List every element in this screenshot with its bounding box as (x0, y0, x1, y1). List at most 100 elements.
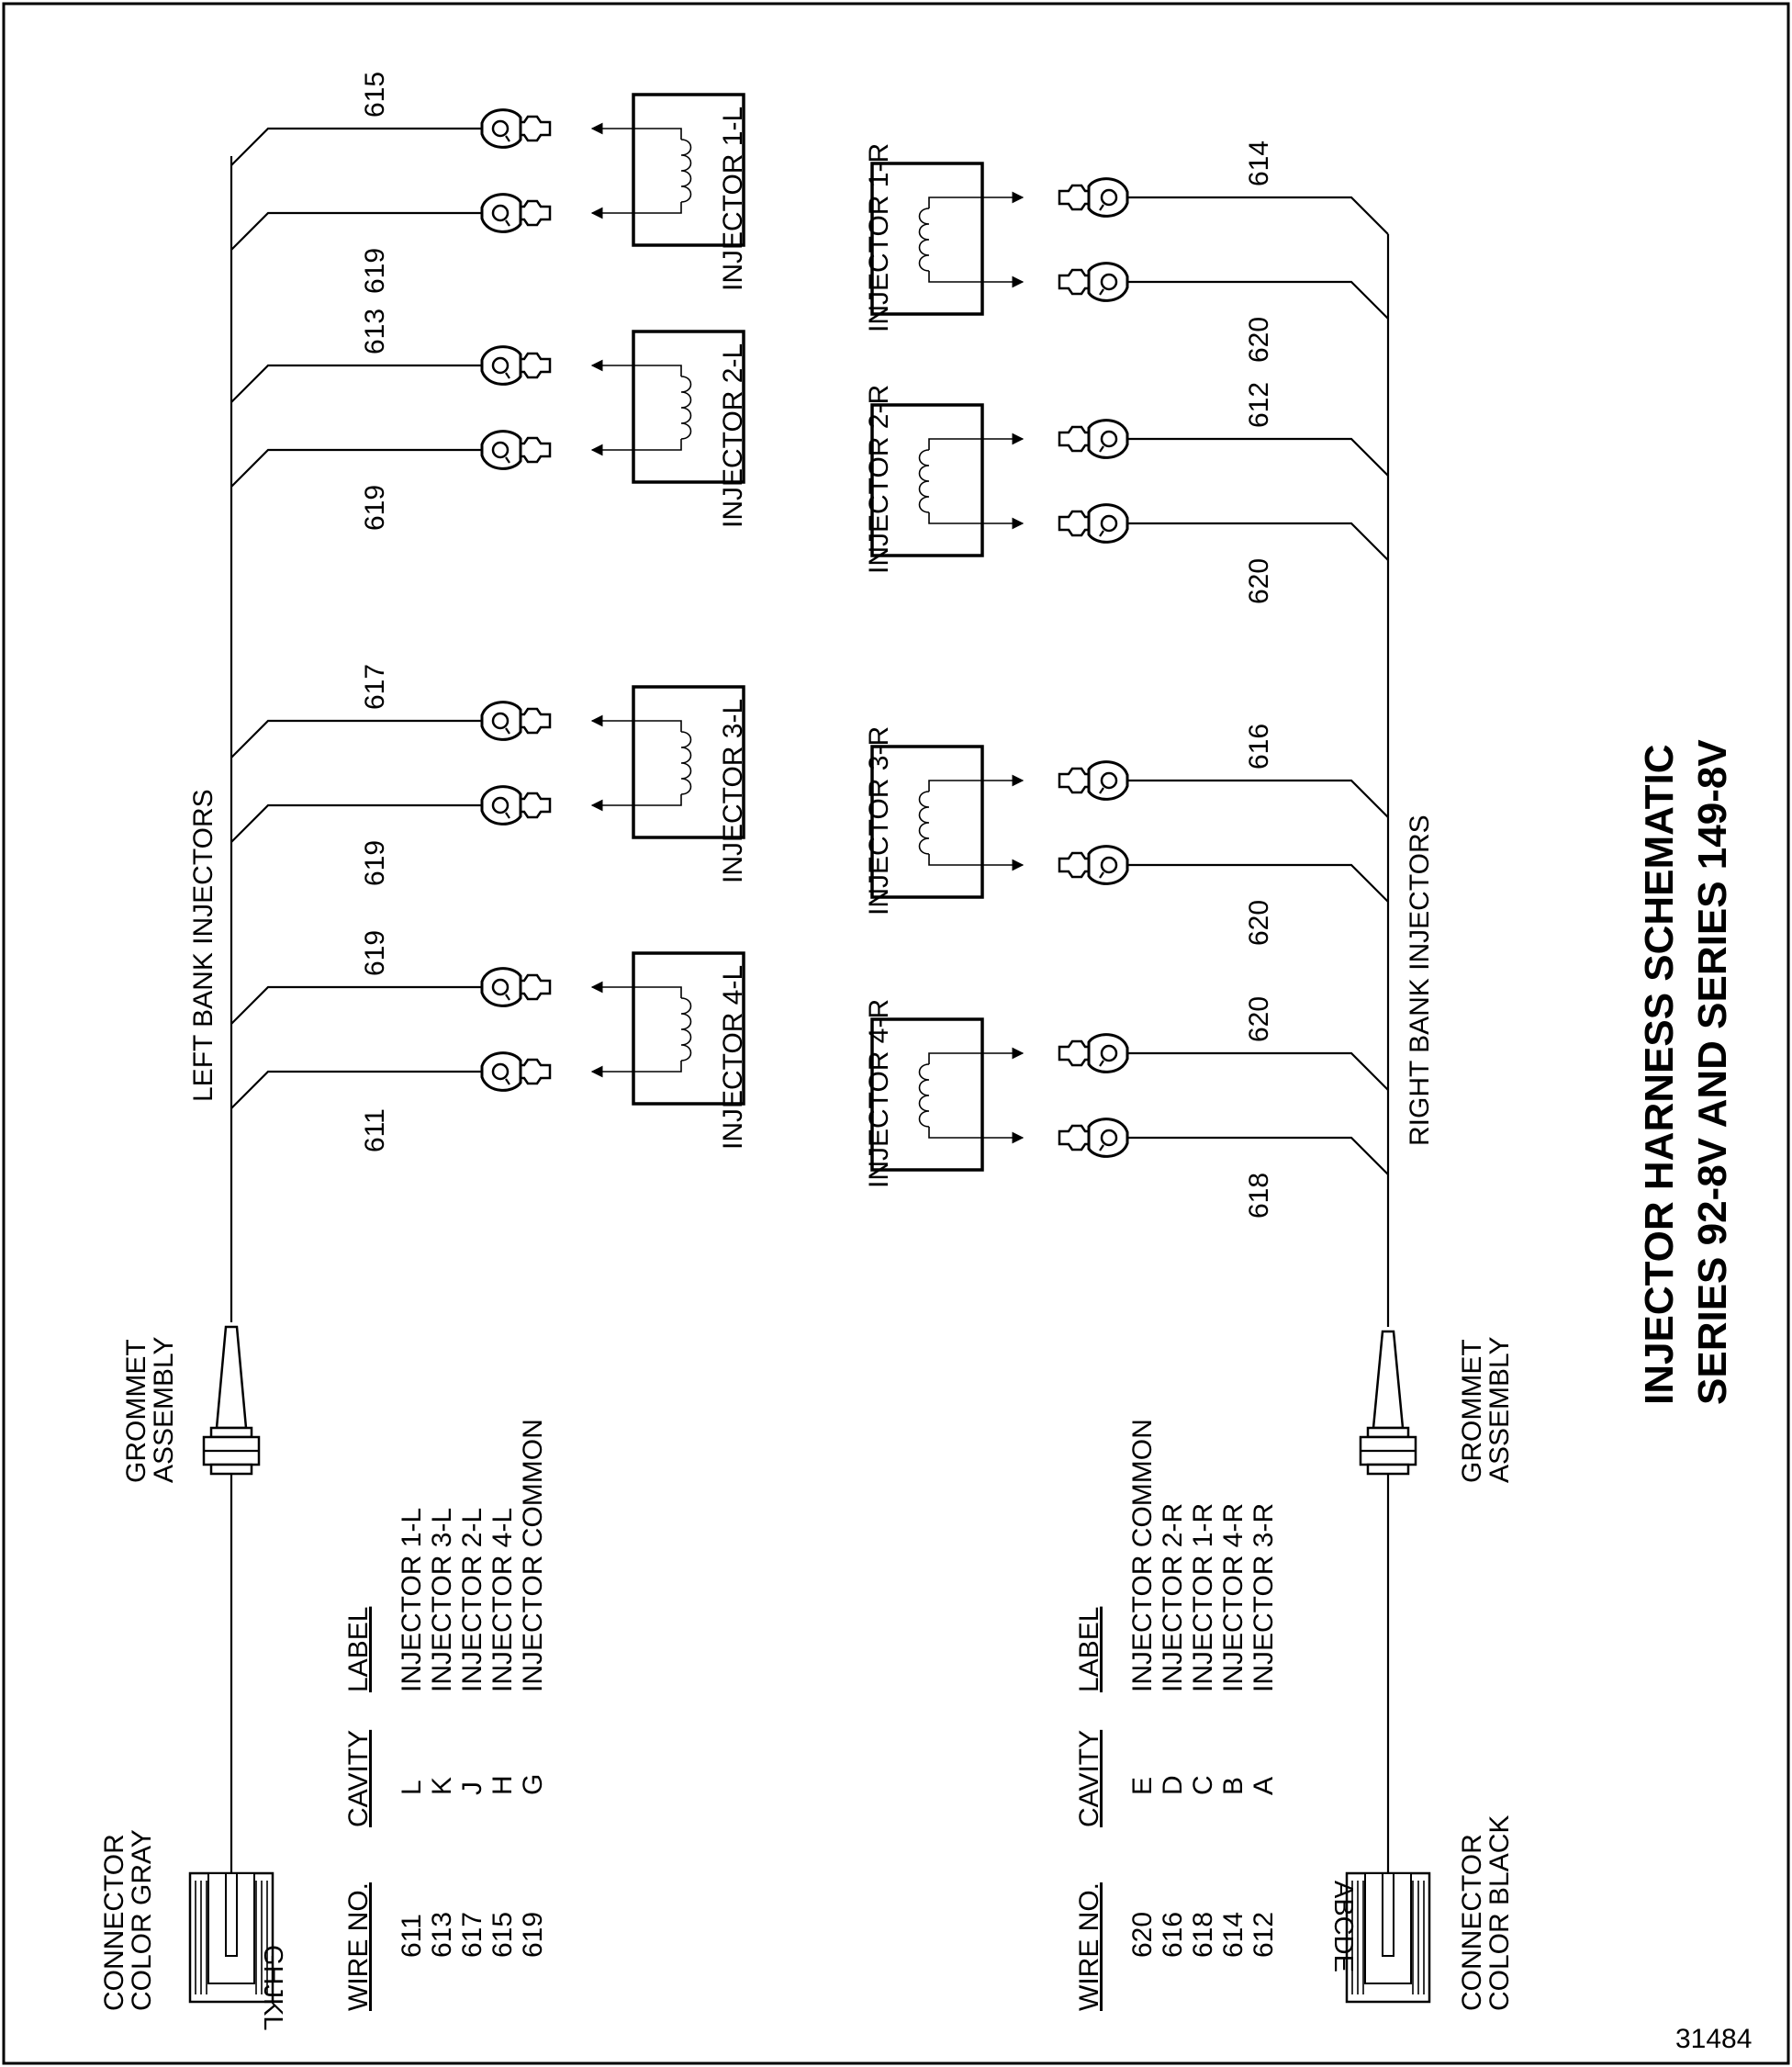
left-grommet-label-1: GROMMET (121, 1339, 151, 1483)
injector-body (632, 330, 745, 484)
connector-key (225, 1872, 238, 1957)
injector-name-label: INJECTOR 3-L (718, 699, 748, 883)
left-grommet-label-2: ASSEMBLY (149, 1336, 179, 1483)
terminal-hole (491, 1062, 510, 1081)
title-line-1: INJECTOR HARNESS SCHEMATIC (1637, 744, 1682, 1405)
right-grommet-label-2: ASSEMBLY (1484, 1336, 1515, 1483)
injector-body (870, 403, 984, 557)
table-cell-cavity: D (1158, 1775, 1188, 1795)
terminal-crimp (1058, 1039, 1091, 1067)
coil-winding (918, 1063, 930, 1128)
ring-terminal (1058, 1118, 1129, 1158)
ring-terminal (1058, 845, 1129, 885)
table-cell-cavity: L (397, 1780, 427, 1795)
terminal-crimp (519, 436, 552, 464)
wire-number-label: 613 (360, 309, 390, 354)
terminal-stud (505, 219, 510, 227)
harness-wire (1127, 437, 1389, 477)
injector-lead (633, 794, 682, 806)
terminal-stud (1099, 530, 1104, 537)
ring-terminal (480, 701, 552, 741)
terminal-stud (505, 812, 510, 819)
injector-name-label: INJECTOR 2-L (718, 343, 748, 528)
harness-wire (230, 719, 482, 758)
injector-body (870, 1017, 984, 1172)
connector-key (1382, 1872, 1394, 1957)
terminal-stud (1099, 204, 1104, 211)
terminal-crimp (519, 792, 552, 819)
injector-lead (633, 128, 682, 140)
table-cell-wire: 620 (1127, 1912, 1158, 1958)
terminal-hole (491, 978, 510, 996)
right-header-label: LABEL (1074, 1607, 1104, 1692)
table-cell-cavity: E (1127, 1777, 1158, 1795)
ring-terminal (1058, 1033, 1129, 1073)
terminal-stud (505, 727, 510, 735)
wire-number-label: 611 (360, 1108, 390, 1152)
terminal-stud (1099, 787, 1104, 794)
terminal-hole (1100, 273, 1118, 291)
connector-letters: ABCDE (1328, 1881, 1358, 1972)
terminal-hole (491, 441, 510, 459)
terminal-stud (1099, 445, 1104, 453)
coil-winding (680, 139, 692, 203)
injector-name-label: INJECTOR 4-R (864, 999, 894, 1188)
coil-winding (918, 791, 930, 855)
table-cell-label: INJECTOR 3-R (1249, 1503, 1279, 1692)
right-header-cavity: CAVITY (1074, 1730, 1104, 1827)
right-bank-label: RIGHT BANK INJECTORS (1405, 814, 1435, 1146)
terminal-hole (1100, 1129, 1118, 1147)
terminal-hole (1100, 856, 1118, 874)
table-cell-wire: 614 (1218, 1912, 1249, 1958)
table-cell-wire: 618 (1188, 1912, 1218, 1958)
injector-lead (633, 1061, 682, 1073)
harness-wire (1127, 863, 1389, 903)
injector-body (870, 745, 984, 899)
terminal-crimp (519, 1058, 552, 1085)
terminal-crimp (1058, 425, 1091, 453)
injector-lead (928, 438, 982, 450)
injector-lead (633, 202, 682, 214)
right-grommet (1359, 1330, 1417, 1476)
ring-terminal (480, 108, 552, 149)
coil-winding (680, 997, 692, 1062)
terminal-stud (1099, 871, 1104, 879)
left-header-label: LABEL (343, 1607, 374, 1692)
terminal-hole (491, 204, 510, 222)
injector-body (632, 93, 745, 247)
table-cell-label: INJECTOR 1-R (1188, 1503, 1218, 1692)
table-cell-label: INJECTOR 1-L (397, 1508, 427, 1692)
injector-name-label: INJECTOR 2-R (864, 385, 894, 574)
terminal-crimp (519, 199, 552, 227)
grommet-boot (1372, 1330, 1405, 1430)
table-cell-label: INJECTOR 2-L (457, 1508, 487, 1692)
left-connector: GHJKL (188, 1871, 287, 2030)
right-connector-label-2: COLOR BLACK (1484, 1815, 1515, 2011)
harness-wire (230, 127, 482, 166)
injector-lead (633, 720, 682, 732)
left-header-cavity: CAVITY (343, 1730, 374, 1827)
injector-name-label: INJECTOR 1-L (718, 107, 748, 291)
table-cell-cavity: G (518, 1774, 548, 1795)
terminal-crimp (1058, 268, 1091, 296)
table-cell-label: INJECTOR 2-R (1158, 1503, 1188, 1692)
wire-number-label: 614 (1244, 140, 1274, 186)
injector-lead (928, 512, 982, 524)
left-bank-label: LEFT BANK INJECTORS (188, 789, 218, 1102)
terminal-stud (1099, 1144, 1104, 1151)
wire-number-label: 618 (1244, 1173, 1274, 1219)
ring-terminal (1058, 262, 1129, 302)
terminal-crimp (1058, 767, 1091, 794)
table-cell-cavity: C (1188, 1775, 1218, 1795)
right-connector: ABCDE (1328, 1871, 1431, 2004)
grommet-step (209, 1463, 253, 1476)
terminal-hole (491, 796, 510, 814)
ring-terminal (480, 193, 552, 233)
ring-terminal (480, 1051, 552, 1092)
harness-wire (1127, 1136, 1389, 1175)
table-cell-wire: 615 (487, 1912, 518, 1958)
table-cell-cavity: K (427, 1777, 457, 1795)
left-connector-label-2: COLOR GRAY (127, 1829, 157, 2011)
